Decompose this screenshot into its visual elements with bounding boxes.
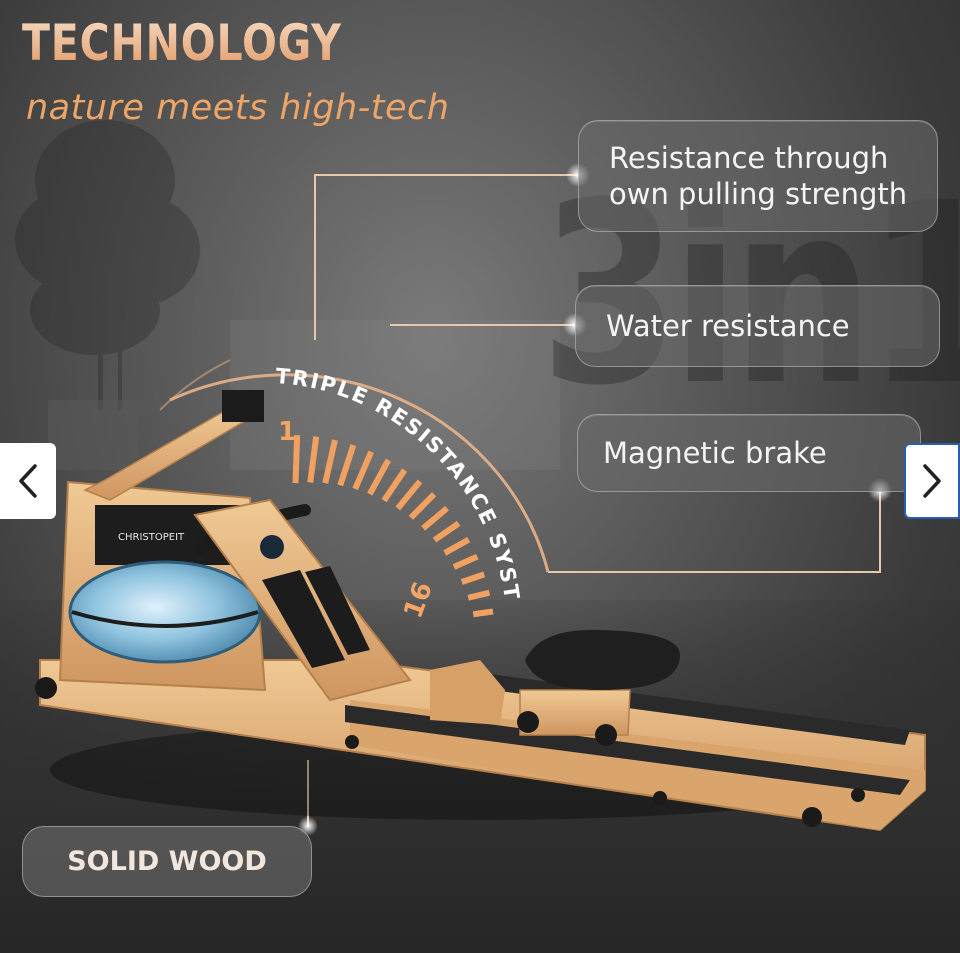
carousel-next-button[interactable]: [904, 443, 960, 519]
gauge-bars: [292, 435, 494, 618]
gauge-bar: [460, 571, 486, 585]
chevron-right-icon: [923, 464, 941, 498]
chevron-left-icon: [19, 464, 37, 498]
gauge-bar: [381, 468, 408, 503]
gauge-bar: [408, 492, 437, 520]
gauge-bar: [292, 435, 301, 484]
gauge-bar: [395, 479, 423, 511]
gauge-bar: [307, 436, 320, 483]
gauge-bar: [443, 536, 471, 556]
gauge-bar: [352, 450, 374, 491]
feature-solid-wood: SOLID WOOD: [22, 826, 312, 897]
feature-magnetic-brake-label: Magnetic brake: [603, 436, 827, 470]
page-title: TECHNOLOGY: [22, 14, 342, 72]
feature-solid-wood-label: SOLID WOOD: [67, 846, 267, 877]
gauge-bar: [452, 553, 479, 570]
feature-pulling-strength: Resistance through own pulling strength: [578, 120, 938, 232]
gauge-bar: [421, 505, 449, 531]
gauge-bar: [472, 608, 494, 618]
gauge-bar: [337, 444, 357, 487]
feature-pulling-strength-label: Resistance through own pulling strength: [609, 141, 908, 211]
gauge-min-label: 1: [278, 417, 296, 447]
feature-water-resistance-label: Water resistance: [606, 309, 850, 343]
gauge-bar: [432, 520, 461, 543]
feature-magnetic-brake: Magnetic brake: [577, 414, 921, 492]
page-subtitle: nature meets high-tech: [26, 88, 450, 128]
brand-label: CHRISTOPEIT: [118, 532, 185, 543]
feature-water-resistance: Water resistance: [575, 285, 940, 367]
carousel-prev-button[interactable]: [0, 443, 56, 519]
gauge-bar: [367, 458, 391, 496]
gauge-bar: [467, 589, 491, 601]
gauge-bar: [322, 439, 338, 484]
